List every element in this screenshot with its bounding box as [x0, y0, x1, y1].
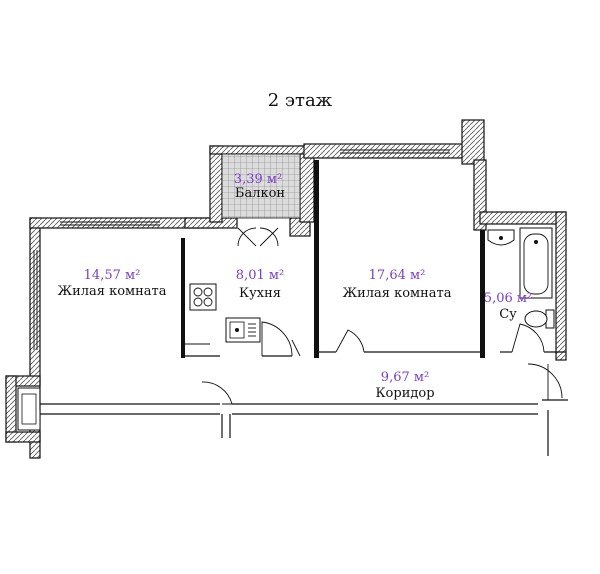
bathroom-sink [487, 229, 515, 246]
svg-text:5,06 м²: 5,06 м² [484, 291, 532, 306]
sink [225, 317, 261, 343]
svg-text:Жилая комната: Жилая комната [342, 286, 451, 301]
svg-text:Су: Су [499, 307, 517, 322]
room-label-living-left: 14,57 м² Жилая комната [57, 268, 166, 299]
room-label-balcony: 3,39 м² Балкон [234, 172, 285, 201]
room-label-bathroom: 5,06 м² Су [484, 291, 532, 322]
svg-text:14,57 м²: 14,57 м² [84, 268, 141, 283]
room-label-corridor: 9,67 м² Коридор [375, 370, 434, 401]
room-label-kitchen: 8,01 м² Кухня [236, 268, 284, 301]
balcony-floor [221, 153, 301, 219]
svg-text:Коридор: Коридор [375, 386, 434, 401]
svg-text:3,39 м²: 3,39 м² [234, 172, 282, 187]
svg-text:Кухня: Кухня [239, 286, 281, 301]
svg-text:17,64 м²: 17,64 м² [369, 268, 426, 283]
doors [185, 227, 563, 405]
floor-title: 2 этаж [268, 90, 333, 111]
walls [5, 119, 567, 459]
svg-text:Балкон: Балкон [235, 186, 285, 201]
bathtub [519, 227, 553, 299]
windows [33, 149, 450, 350]
svg-text:9,67 м²: 9,67 м² [381, 370, 429, 385]
room-label-living-right: 17,64 м² Жилая комната [342, 268, 451, 301]
corridor-walls [39, 351, 568, 456]
svg-text:Жилая комната: Жилая комната [57, 284, 166, 299]
stove [189, 283, 217, 311]
toilet [524, 309, 555, 329]
svg-text:8,01 м²: 8,01 м² [236, 268, 284, 283]
